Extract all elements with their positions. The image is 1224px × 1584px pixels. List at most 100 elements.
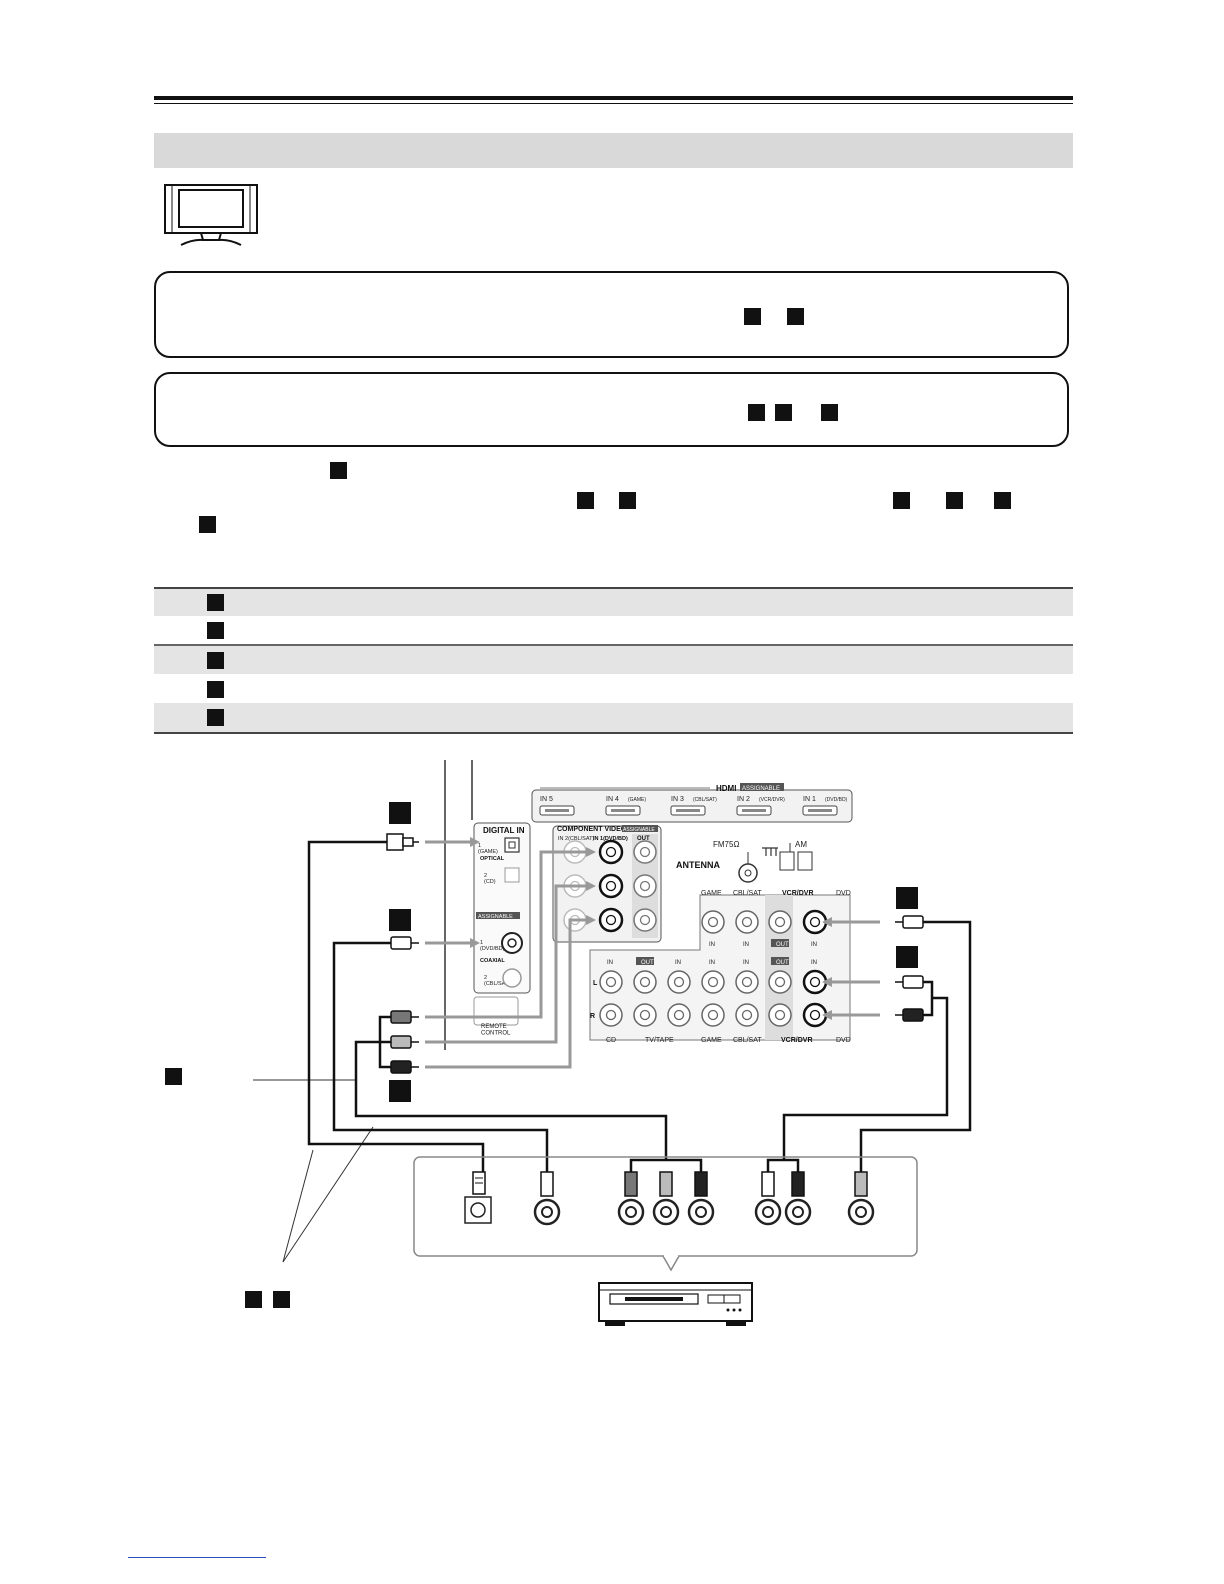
audio-jack-center	[741, 1009, 753, 1021]
marker-square	[389, 1080, 411, 1102]
optical-2-label: 2(CD)	[484, 873, 496, 885]
marker-square	[619, 492, 636, 509]
audio-jack-center	[639, 1009, 651, 1021]
source-coaxial-plug	[540, 1171, 554, 1197]
audio-in-label: IN	[709, 960, 715, 966]
component-in2-label: IN 2(CBL/SAT)	[558, 836, 594, 842]
video-dvd-label: DVD	[836, 890, 851, 897]
table-row	[154, 703, 1073, 732]
marker-square	[207, 652, 224, 669]
table-row	[154, 616, 1073, 644]
audio-jack-center	[809, 976, 821, 988]
audio-cblsat-label: CBL/SAT	[733, 1037, 762, 1044]
ground-icon	[762, 847, 778, 856]
coaxial-1-label: 1(DVD/BD)	[480, 940, 505, 952]
coaxial-2-label: 2(CBL/SAT)	[484, 975, 510, 987]
component-jack-center	[605, 880, 617, 892]
audio-cd-label: CD	[606, 1037, 616, 1044]
optical-port-1	[504, 837, 520, 853]
audio-out-label: OUT	[641, 960, 654, 966]
header-rule-thin	[154, 103, 1073, 104]
av-jack-section: GAME CBL/SAT VCR/DVR DVD L R CD TV/TAPE …	[589, 890, 851, 1044]
digital-assignable: ASSIGNABLE	[478, 914, 513, 920]
video-in-label: IN	[709, 942, 715, 948]
marker-square	[245, 1291, 262, 1308]
audio-in-label: IN	[675, 960, 681, 966]
am-label: AM	[795, 840, 807, 849]
audio-in-label: IN	[607, 960, 613, 966]
marker-square	[207, 709, 224, 726]
hdmi-input-label: IN 5	[540, 796, 553, 803]
hdmi-input-name: (VCR/DVR)	[759, 797, 785, 803]
marker-square	[165, 1068, 182, 1085]
antenna-label: ANTENNA	[676, 860, 720, 870]
audio-game-label: GAME	[701, 1037, 722, 1044]
hdmi-port-slot	[742, 809, 766, 812]
out-badge	[636, 957, 654, 965]
source-device-icon	[598, 1282, 753, 1326]
audio-jack-center	[809, 1009, 821, 1021]
digital-assignable-badge	[476, 912, 520, 919]
digital-in-title: DIGITAL IN	[483, 826, 525, 835]
am-terminal	[779, 851, 795, 871]
hdmi-input-label: IN 1	[803, 796, 816, 803]
marker-square	[207, 594, 224, 611]
marker-square	[207, 622, 224, 639]
hdmi-input-label: IN 3	[671, 796, 684, 803]
component-jack-center	[639, 880, 651, 892]
hdmi-input-label: IN 2	[737, 796, 750, 803]
source-device-panel	[413, 1156, 918, 1272]
footer-link-underline	[128, 1557, 266, 1558]
marker-square	[896, 887, 918, 909]
marker-square	[748, 404, 765, 421]
header-rule-thick	[154, 96, 1073, 100]
audio-jack-center	[605, 976, 617, 988]
audio-jack-center	[774, 976, 786, 988]
out-badge	[771, 957, 789, 965]
video-jack-center	[741, 916, 753, 928]
audio-jack-center	[707, 976, 719, 988]
marker-square	[199, 516, 216, 533]
marker-square	[273, 1291, 290, 1308]
audio-jack-center	[639, 976, 651, 988]
hdmi-port-slot	[545, 809, 569, 812]
audio-plugs-right	[895, 975, 924, 1022]
audio-jack-center	[673, 976, 685, 988]
marker-square	[775, 404, 792, 421]
optical-label: OPTICAL	[480, 856, 505, 862]
component-arrowheads	[586, 847, 596, 925]
audio-jack-center	[605, 1009, 617, 1021]
component-routing	[425, 850, 588, 1069]
video-cblsat-label: CBL/SAT	[733, 890, 762, 897]
out-badge	[771, 939, 789, 947]
component-jack-center	[639, 846, 651, 858]
video-jack-center	[809, 916, 821, 928]
video-game-label: GAME	[701, 890, 722, 897]
coaxial-plug	[390, 936, 419, 950]
marker-square	[896, 946, 918, 968]
audio-jack-center	[774, 1009, 786, 1021]
section-heading-bar	[154, 133, 1073, 168]
table-row	[154, 646, 1073, 674]
table-row	[154, 589, 1073, 616]
hdmi-input-label: IN 4	[606, 796, 619, 803]
component-out-label: OUT	[637, 836, 650, 842]
hdmi-input-name: (CBL/SAT)	[693, 797, 717, 803]
table-divider	[154, 644, 1073, 646]
optical-1-label: 1(GAME)	[478, 843, 498, 855]
digital-in-section: DIGITAL IN 1(GAME) OPTICAL 2(CD) ASSIGNA…	[473, 822, 531, 994]
audio-l-label: L	[593, 980, 598, 987]
signal-arrows	[425, 837, 880, 1020]
component-video-title: COMPONENT VIDEO	[557, 826, 627, 833]
marker-square	[893, 492, 910, 509]
component-plugs	[390, 1010, 419, 1074]
fm-label: FM75Ω	[713, 840, 739, 849]
video-out-label: OUT	[776, 942, 789, 948]
marker-square	[787, 308, 804, 325]
video-plug-right	[895, 915, 924, 929]
audio-dvd-label: DVD	[836, 1037, 851, 1044]
video-in-label: IN	[811, 942, 817, 948]
marker-square	[821, 404, 838, 421]
